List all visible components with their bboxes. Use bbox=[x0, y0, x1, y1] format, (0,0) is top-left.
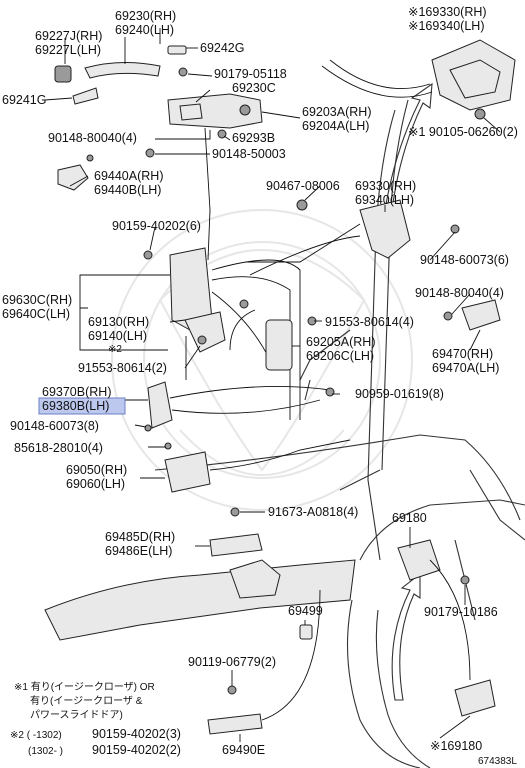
leader-lines bbox=[44, 28, 501, 742]
label-90148-80040-a: 90148-80040(4) bbox=[48, 131, 137, 145]
label-69205a: 69205A(RH) bbox=[306, 335, 375, 349]
label-69470: 69470(RH) bbox=[432, 347, 493, 361]
rear-lower-lock bbox=[164, 439, 351, 493]
diagram-id: 674383L bbox=[478, 756, 517, 767]
center-latch bbox=[143, 223, 361, 420]
label-69203a: 69203A(RH) bbox=[302, 105, 371, 119]
lower-latch bbox=[144, 381, 335, 432]
note2-line2-range: (1302- ) bbox=[28, 746, 63, 757]
label-90148-60073-6: 90148-60073(6) bbox=[420, 253, 509, 267]
label-69180-closer: ※169180 bbox=[430, 739, 482, 753]
label-69241g: 69241G bbox=[2, 93, 46, 107]
label-90105-06260: ※1 90105-06260(2) bbox=[408, 125, 518, 139]
label-69293b: 69293B bbox=[232, 131, 275, 145]
label-91553-80614-4: 91553-80614(4) bbox=[325, 315, 414, 329]
part-labels: ※169330(RH) ※169340(LH) 69230(RH) 69240(… bbox=[2, 5, 518, 767]
note1-line2: 有り(イージークローザ & bbox=[30, 694, 143, 707]
label-90959-01619: 90959-01619(8) bbox=[355, 387, 444, 401]
rear-roller bbox=[397, 539, 496, 717]
outside-handle bbox=[54, 45, 188, 105]
label-90179-10186: 90179-10186 bbox=[424, 605, 498, 619]
label-69180: 69180 bbox=[392, 511, 427, 525]
note2-line2-part: 90159-40202(2) bbox=[92, 743, 181, 757]
label-91673-a0818: 91673-A0818(4) bbox=[268, 505, 358, 519]
label-69227l: 69227L(LH) bbox=[35, 43, 101, 57]
label-90179-05118: 90179-05118 bbox=[214, 67, 287, 81]
label-90119-06779: 90119-06779(2) bbox=[188, 655, 276, 669]
label-69640c: 69640C(LH) bbox=[2, 307, 70, 321]
label-69240: 69240(LH) bbox=[115, 23, 174, 37]
actuator bbox=[229, 299, 317, 371]
lock-assembly bbox=[145, 93, 263, 261]
watermark bbox=[111, 209, 413, 511]
rear-closer bbox=[321, 39, 516, 120]
label-90148-80040-b: 90148-80040(4) bbox=[415, 286, 504, 300]
label-85618-28010: 85618-28010(4) bbox=[14, 441, 103, 455]
label-69440a: 69440A(RH) bbox=[94, 169, 163, 183]
label-69499: 69499 bbox=[288, 604, 323, 618]
label-69227j: 69227J(RH) bbox=[35, 29, 102, 43]
upper-bracket bbox=[296, 199, 460, 259]
label-69140: 69140(LH) bbox=[88, 329, 147, 343]
label-note2-marker: ※2 bbox=[108, 344, 122, 355]
label-90467-08006: 90467-08006 bbox=[266, 179, 340, 193]
label-69206c: 69206C(LH) bbox=[306, 349, 374, 363]
arrows bbox=[384, 82, 433, 701]
label-69440b: 69440B(LH) bbox=[94, 183, 161, 197]
note1-line3: パワースライドドア) bbox=[30, 709, 123, 721]
label-69242g: 69242G bbox=[200, 41, 244, 55]
label-69340: ※169340(LH) bbox=[408, 19, 485, 33]
label-91553-80614-2: 91553-80614(2) bbox=[78, 361, 167, 375]
label-69380b: 69380B(LH) bbox=[42, 399, 109, 413]
label-69340-lh: 69340(LH) bbox=[355, 193, 414, 207]
label-69630c: 69630C(RH) bbox=[2, 293, 72, 307]
label-69486e: 69486E(LH) bbox=[105, 544, 172, 558]
label-69230: 69230(RH) bbox=[115, 9, 176, 23]
lower-rail bbox=[44, 507, 356, 735]
note2-line1-part: 90159-40202(3) bbox=[92, 727, 181, 741]
label-69370b: 69370B(RH) bbox=[42, 385, 111, 399]
label-69470a: 69470A(LH) bbox=[432, 361, 499, 375]
label-69050: 69050(RH) bbox=[66, 463, 127, 477]
label-90159-40202-6: 90159-40202(6) bbox=[112, 219, 201, 233]
label-69230c: 69230C bbox=[232, 81, 276, 95]
footnotes: ※1 有り(イージークローザ) OR 有り(イージークローザ & パワースライド… bbox=[10, 680, 181, 757]
note2-line1-range: ※2 ( -1302) bbox=[10, 730, 62, 741]
label-90148-50003: 90148-50003 bbox=[212, 147, 286, 161]
label-90148-60073-8: 90148-60073(8) bbox=[10, 419, 99, 433]
side-bracket bbox=[443, 299, 501, 331]
label-69330: ※169330(RH) bbox=[408, 5, 487, 19]
note1-line1: ※1 有り(イージークローザ) OR bbox=[14, 680, 155, 693]
label-69130: 69130(RH) bbox=[88, 315, 149, 329]
label-69485d: 69485D(RH) bbox=[105, 530, 175, 544]
label-69490e: 69490E bbox=[222, 743, 265, 757]
label-69060: 69060(LH) bbox=[66, 477, 125, 491]
label-69330-rh: 69330(RH) bbox=[355, 179, 416, 193]
hinge-cover bbox=[57, 154, 94, 191]
label-69204a: 69204A(LH) bbox=[302, 119, 369, 133]
highlight-box bbox=[38, 397, 126, 415]
